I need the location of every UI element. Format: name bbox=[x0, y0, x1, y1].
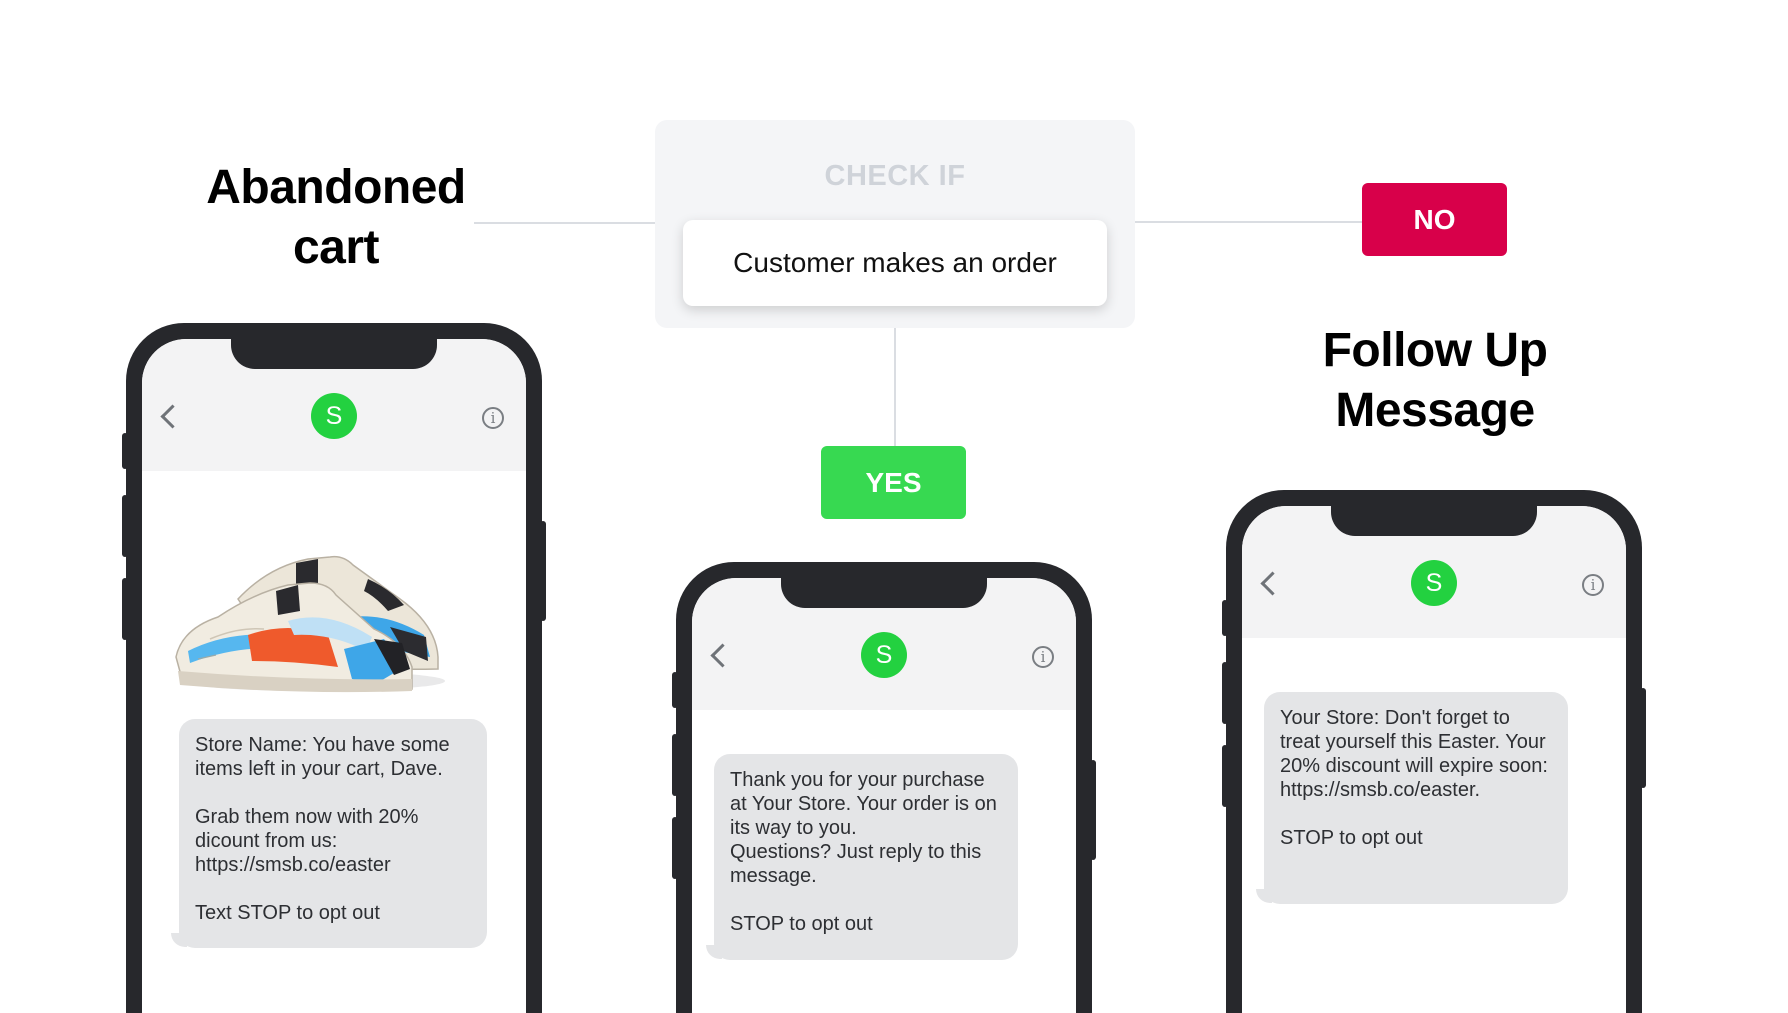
chevron-left-icon[interactable] bbox=[160, 404, 185, 429]
phone-side-button bbox=[1222, 745, 1228, 807]
phone-follow-up: S i Your Store: Don't forget to treat yo… bbox=[1222, 490, 1646, 1013]
phone-side-button bbox=[1640, 688, 1646, 788]
phone-side-button bbox=[1090, 760, 1096, 860]
message-bubble: Thank you for your purchase at Your Stor… bbox=[714, 754, 1018, 960]
avatar[interactable]: S bbox=[861, 632, 907, 678]
phone-screen: S i Your Store: Don't forget to treat yo… bbox=[1242, 506, 1626, 1013]
connector-down bbox=[894, 328, 896, 446]
phone-notch bbox=[1331, 506, 1537, 536]
phone-screen: S i Thank you for your purchase at Your … bbox=[692, 578, 1076, 1013]
info-icon[interactable]: i bbox=[1032, 646, 1054, 668]
check-if-label: CHECK IF bbox=[824, 160, 966, 192]
phone-side-button bbox=[122, 495, 128, 557]
phone-notch bbox=[231, 339, 437, 369]
phone-side-button bbox=[1222, 662, 1228, 724]
condition-card[interactable]: Customer makes an order bbox=[683, 220, 1107, 306]
chevron-left-icon[interactable] bbox=[710, 643, 735, 668]
avatar[interactable]: S bbox=[1411, 560, 1457, 606]
yes-badge[interactable]: YES bbox=[821, 446, 966, 519]
message-bubble: Your Store: Don't forget to treat yourse… bbox=[1264, 692, 1568, 904]
abandoned-cart-heading: Abandoned cart bbox=[206, 161, 466, 274]
phone-side-button bbox=[540, 521, 546, 621]
phone-side-button bbox=[672, 672, 678, 708]
condition-text: Customer makes an order bbox=[733, 247, 1057, 278]
info-icon[interactable]: i bbox=[482, 407, 504, 429]
connector-left bbox=[474, 222, 655, 224]
phone-side-button bbox=[122, 578, 128, 640]
info-icon[interactable]: i bbox=[1582, 574, 1604, 596]
phone-abandoned-cart: S i Store Name: You have some items l bbox=[122, 323, 546, 1013]
phone-side-button bbox=[122, 433, 128, 469]
sneaker-image bbox=[175, 555, 445, 693]
follow-up-heading: Follow Up Message bbox=[1322, 324, 1548, 437]
bubble-tail bbox=[706, 945, 722, 959]
phone-order-confirmation: S i Thank you for your purchase at Your … bbox=[672, 562, 1096, 1013]
phone-side-button bbox=[1222, 600, 1228, 636]
bubble-tail bbox=[171, 933, 187, 947]
message-bubble: Store Name: You have some items left in … bbox=[179, 719, 487, 948]
bubble-tail bbox=[1256, 889, 1272, 903]
phone-side-button bbox=[672, 734, 678, 796]
phone-screen: S i Store Name: You have some items l bbox=[142, 339, 526, 1013]
phone-side-button bbox=[672, 817, 678, 879]
check-if-panel: CHECK IF Customer makes an order bbox=[655, 120, 1135, 328]
chevron-left-icon[interactable] bbox=[1260, 571, 1285, 596]
no-badge[interactable]: NO bbox=[1362, 183, 1507, 256]
avatar[interactable]: S bbox=[311, 393, 357, 439]
phone-notch bbox=[781, 578, 987, 608]
connector-right bbox=[1135, 221, 1362, 223]
